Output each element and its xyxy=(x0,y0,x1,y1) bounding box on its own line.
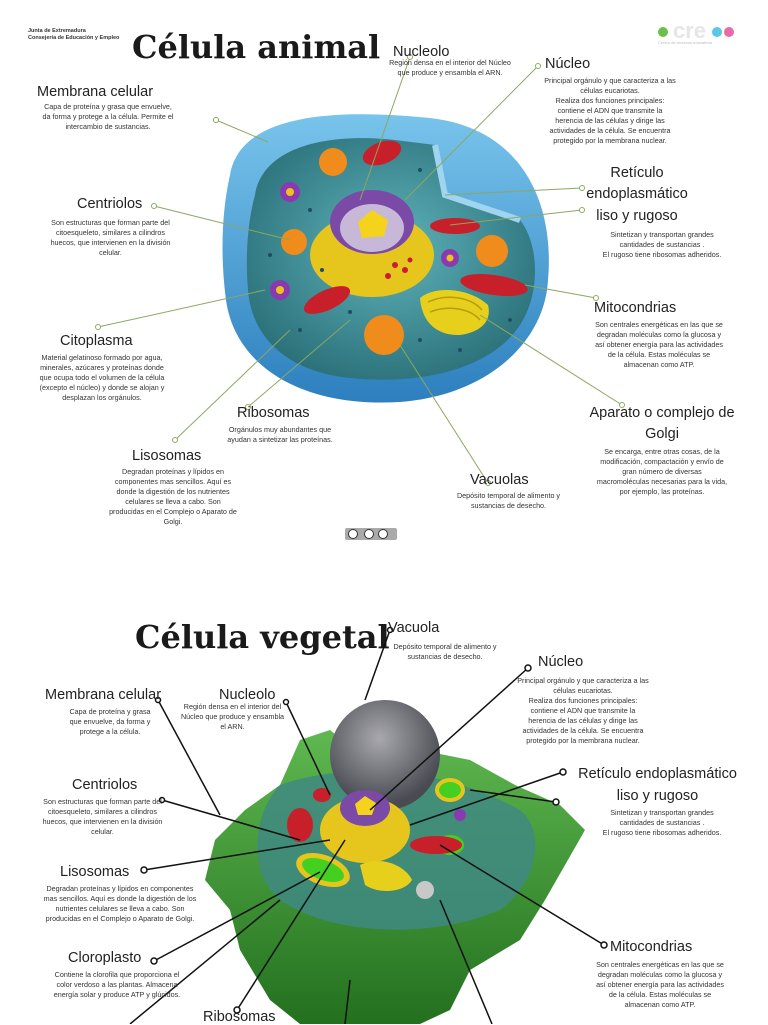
label-reticulo-1: Retículo xyxy=(610,165,664,181)
lysosome-shapes xyxy=(270,148,508,355)
label-p-nucleolo: Nucleolo xyxy=(219,687,276,703)
vacuole-shape xyxy=(330,700,440,810)
cre-logo: cre xyxy=(658,22,734,43)
plant-nucleus-shape xyxy=(320,790,410,863)
desc-ribosomas: Orgánulos muy abundantes que ayudan a si… xyxy=(227,425,333,444)
label-p-nucleo: Núcleo xyxy=(538,654,584,670)
desc-membrana: Capa de proteína y grasa que envuelve, d… xyxy=(42,102,174,131)
plant-lysosome-shape xyxy=(416,881,434,899)
label-nucleo: Núcleo xyxy=(545,56,591,72)
desc-nucleo: Principal orgánulo y que caracteriza a l… xyxy=(544,76,676,145)
institution-header: Junta de Extremadura Consejería de Educa… xyxy=(28,28,120,41)
desc-golgi: Se encarga, entre otras cosas, de la mod… xyxy=(596,447,728,496)
label-membrana: Membrana celular xyxy=(37,84,154,100)
label-p-membrana: Membrana celular xyxy=(45,687,162,703)
plant-title: Célula vegetal xyxy=(135,618,390,656)
animal-title: Célula animal xyxy=(132,28,381,66)
desc-reticulo: Sintetizan y transportan grandes cantida… xyxy=(602,230,722,259)
label-reticulo-3: liso y rugoso xyxy=(596,208,678,224)
desc-p-vacuola: Depósito temporal de alimento y sustanci… xyxy=(393,642,497,661)
label-vacuolas: Vacuolas xyxy=(470,472,529,488)
svg-text:cre: cre xyxy=(673,22,706,43)
license-badge-icon xyxy=(345,528,397,540)
plant-leader-lines xyxy=(129,626,608,1024)
label-lisosomas: Lisosomas xyxy=(132,448,202,464)
label-nucleolo: Nucleolo xyxy=(393,44,450,60)
nucleus-shape xyxy=(310,190,434,297)
animal-cell-panel: Junta de Extremadura Consejería de Educa… xyxy=(28,22,735,540)
plant-cell-panel: Célula vegetal xyxy=(0,580,768,1025)
desc-p-membrana: Capa de proteína y grasa que envuelve, d… xyxy=(69,707,151,736)
desc-centriolos: Son estructuras que forman parte del cit… xyxy=(50,218,171,257)
plant-mito-shapes xyxy=(287,788,462,854)
label-golgi-1: Aparato o complejo de xyxy=(589,405,735,421)
logo-subtitle: Centro de recursos educativos xyxy=(658,40,713,45)
label-p-vacuola: Vacuola xyxy=(388,620,440,636)
label-p-reticulo-2: liso y rugoso xyxy=(616,788,699,804)
label-mitocondrias: Mitocondrias xyxy=(594,300,677,316)
desc-p-centriolos: Son estructuras que forman parte del cit… xyxy=(42,797,163,836)
desc-p-nucleolo: Región densa en el interior del Núcleo q… xyxy=(180,702,285,731)
animal-cell-illustration xyxy=(95,54,625,486)
label-citoplasma: Citoplasma xyxy=(60,333,133,349)
desc-nucleolo: Región densa en el interior del Núcleo q… xyxy=(389,58,511,77)
label-p-centriolos: Centriolos xyxy=(72,777,138,793)
golgi-shape xyxy=(420,289,489,336)
desc-lisosomas: Degradan proteínas y lípidos en componen… xyxy=(109,467,237,526)
label-p-lisosomas: Lisosomas xyxy=(60,864,130,880)
desc-mitocondrias: Son centrales energéticas en las que se … xyxy=(595,320,723,369)
label-p-cloroplasto: Cloroplasto xyxy=(68,950,142,966)
label-reticulo-2: endoplasmático xyxy=(586,186,688,202)
label-p-mitocondrias: Mitocondrias xyxy=(610,939,693,955)
desc-vacuolas: Depósito temporal de alimento y sustanci… xyxy=(456,491,561,510)
desc-p-nucleo: Principal orgánulo y que caracteriza a l… xyxy=(517,676,649,745)
desc-p-lisosomas: Degradan proteínas y lípidos en componen… xyxy=(43,884,197,923)
desc-citoplasma: Material gelatinoso formado por agua, mi… xyxy=(39,353,165,402)
label-p-ribosomas: Ribosomas xyxy=(203,1009,276,1025)
desc-p-mitocondrias: Son centrales energéticas en las que se … xyxy=(596,960,724,1009)
ribosome-dots xyxy=(268,168,512,352)
label-centriolos: Centriolos xyxy=(77,196,143,212)
label-ribosomas: Ribosomas xyxy=(237,405,310,421)
desc-p-reticulo: Sintetizan y transportan grandes cantida… xyxy=(602,808,722,837)
plant-cell-illustration xyxy=(129,626,608,1024)
label-golgi-2: Golgi xyxy=(645,426,679,442)
mitochondria-shapes xyxy=(303,140,528,314)
plant-golgi-shape xyxy=(360,860,412,892)
desc-p-cloroplasto: Contiene la clorofila que proporciona el… xyxy=(53,970,181,999)
animal-leader-lines xyxy=(95,54,625,486)
label-p-reticulo-1: Retículo endoplasmático xyxy=(578,766,737,782)
